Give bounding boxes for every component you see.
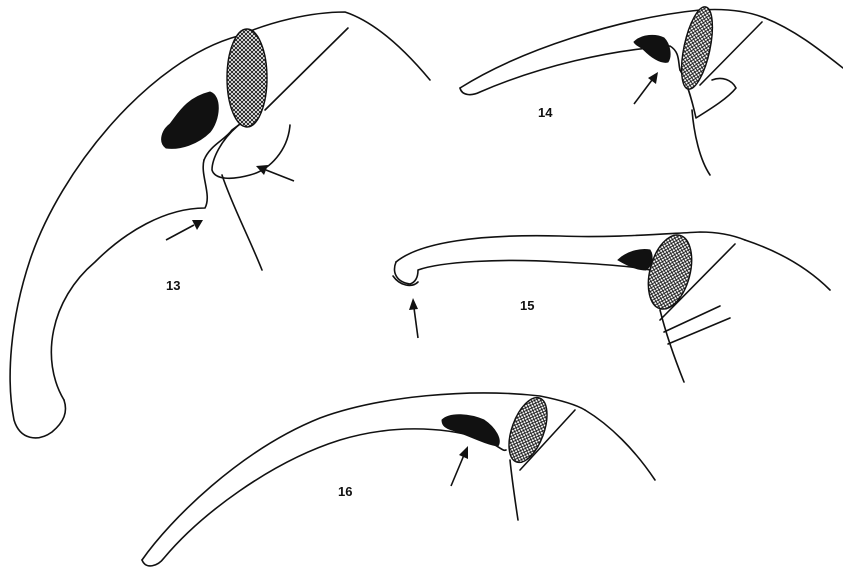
fig13-eye bbox=[227, 29, 267, 127]
fig13-head-inner bbox=[265, 28, 348, 110]
fig16-rostrum-lower bbox=[142, 429, 506, 566]
fig15-thorax bbox=[660, 310, 684, 382]
fig16-arrow bbox=[451, 446, 468, 486]
fig15-head bbox=[745, 240, 830, 290]
fig13-label: 13 bbox=[166, 278, 180, 293]
fig16-label: 16 bbox=[338, 484, 352, 499]
fig16-eye bbox=[501, 393, 554, 468]
fig14-rostrum-upper bbox=[460, 9, 765, 88]
fig13-rostrum-inner bbox=[51, 160, 207, 400]
fig14-eye bbox=[676, 4, 719, 92]
fig14-arrow bbox=[634, 72, 658, 104]
fig14-label: 14 bbox=[538, 105, 553, 120]
figure-13: 13 bbox=[10, 12, 430, 438]
figure-15: 15 bbox=[393, 230, 830, 382]
fig16-head bbox=[585, 410, 655, 480]
fig13-prothorax bbox=[222, 175, 262, 270]
fig15-neck-line2 bbox=[668, 318, 730, 344]
fig14-thorax bbox=[692, 110, 710, 175]
fig13-arrow-left bbox=[166, 220, 203, 240]
fig16-thorax bbox=[510, 460, 518, 520]
fig15-rostrum-lower bbox=[395, 260, 650, 284]
fig13-arrow-right bbox=[256, 165, 294, 181]
fig15-arrow bbox=[409, 298, 418, 338]
fig15-eye bbox=[641, 230, 699, 314]
fig15-neck-line1 bbox=[664, 306, 720, 332]
fig14-head bbox=[765, 18, 843, 68]
fig15-rostrum-upper bbox=[396, 232, 745, 262]
fig13-scrobe-spot bbox=[162, 92, 219, 148]
fig16-scrobe-spot bbox=[442, 415, 499, 446]
fig13-lower-head bbox=[212, 124, 290, 178]
figure-14: 14 bbox=[460, 4, 843, 175]
fig15-label: 15 bbox=[520, 298, 534, 313]
figure-16: 16 bbox=[142, 393, 655, 566]
